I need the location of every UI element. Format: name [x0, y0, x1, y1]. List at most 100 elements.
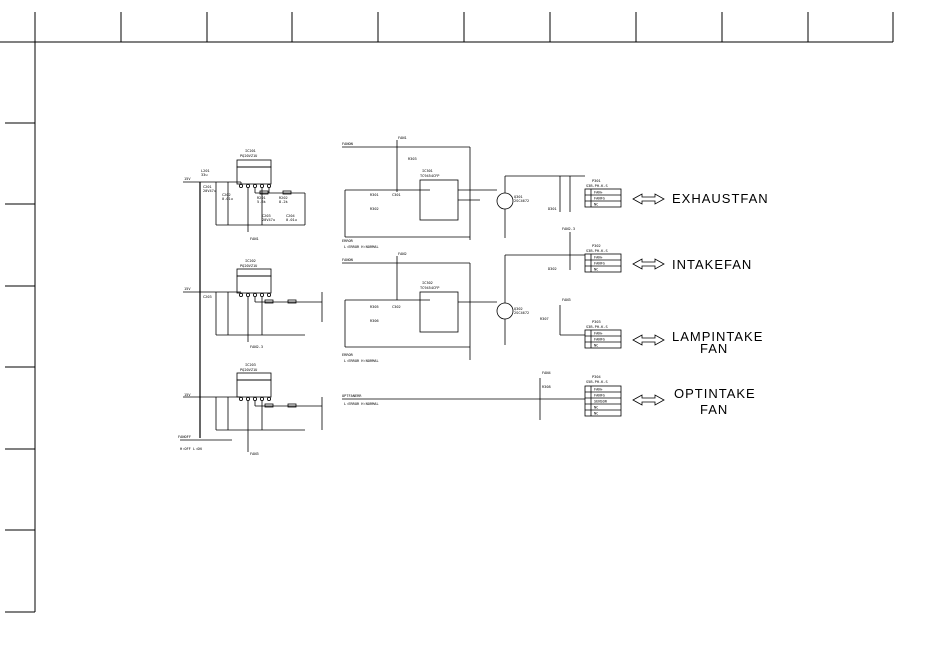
l201-label: L201	[201, 169, 210, 173]
c202-value: 0.01u	[222, 197, 233, 201]
c201-label: C201	[203, 185, 212, 189]
regulator-section: IC201 PQ20VZ1U 15V L201 33u C201 20V47u …	[178, 149, 323, 456]
ic201-part: PQ20VZ1U	[240, 154, 257, 158]
l201-value: 33u	[201, 173, 208, 177]
ic203-label: IC203	[245, 363, 256, 367]
r202-value: 8.2k	[279, 200, 288, 204]
net-err-bottom: ERROR	[342, 353, 354, 357]
q302-label: Q302	[514, 307, 523, 311]
p301-label: P301	[592, 179, 601, 183]
r301-label: R301	[370, 193, 379, 197]
net-fan2-3-right: FAN2-3	[562, 227, 575, 231]
intake-fan-label: INTAKEFAN	[672, 257, 752, 272]
p302-label: P302	[592, 244, 601, 248]
lampintake-fan-label-1: LAMPINTAKE	[672, 329, 763, 344]
r201-label: R201	[257, 196, 266, 200]
net-fan3-right: FAN3	[562, 298, 571, 302]
p302-pin1: FAN+	[594, 256, 603, 260]
lampintake-fan-arrow	[632, 334, 665, 346]
r306-label: R306	[370, 319, 379, 323]
net-fan1-top: FAN1	[398, 136, 407, 140]
net-15v-1: 15V	[184, 177, 191, 181]
r303-label: R303	[408, 157, 417, 161]
fan-controller-top: FANON FAN1 IC301 TC9454CFP R301 R302 C30…	[342, 136, 585, 249]
net-fan3: FAN3	[250, 452, 259, 456]
drawing-frame	[0, 12, 894, 613]
p302-part: S3B-PH-K-S	[586, 249, 608, 253]
c301-label: C301	[392, 193, 401, 197]
p301-pin1: FAN+	[594, 191, 603, 195]
d301-label: D301	[548, 207, 557, 211]
p301-pin3: NC	[594, 203, 598, 207]
ic301-box	[419, 179, 459, 221]
connector-p301: P301 S3B-PH-K-S FAN+ FANFG NC D301	[548, 176, 622, 212]
c203b-label: C203	[203, 295, 212, 299]
d302-label: D302	[548, 267, 557, 271]
ic203-regulator: IC203 PQ20VZ1U 15V FAN3 FANOFF H:OFF L:O…	[178, 363, 323, 456]
ic301-label: IC301	[422, 169, 433, 173]
r302-label: R302	[370, 207, 379, 211]
ic302-box	[419, 291, 459, 333]
err-logic-top: L:ERROR H:NORMAL	[344, 245, 379, 249]
err-logic-bottom: L:ERROR H:NORMAL	[344, 359, 379, 363]
c203-label: C203	[262, 214, 271, 218]
p302-pin2: FANFG	[594, 262, 605, 266]
net-optfanerr: OPTFANERR	[342, 394, 362, 398]
p303-pin3: NC	[594, 344, 598, 348]
net-fanon-bottom: FANON	[342, 258, 353, 262]
r307-label: R307	[540, 317, 549, 321]
connector-p303: P303 S3B-PH-K-S FAN+ FANFG NC FAN3 R307	[540, 298, 622, 349]
p304-label: P304	[592, 375, 601, 379]
net-fan2-bottom: FAN2	[398, 252, 407, 256]
q301-transistor	[496, 192, 514, 210]
optintake-fan-arrow	[632, 394, 665, 406]
c203-value: 20V47u	[262, 218, 275, 222]
ic202-regulator: IC202 PQ20VZ1U 15V C203 FAN2-3	[183, 259, 323, 349]
p303-part: S3B-PH-K-S	[586, 325, 608, 329]
connector-p302: P302 S3B-PH-K-S FAN+ FANFG NC FAN2-3 D30…	[548, 227, 622, 273]
net-err-top: ERROR	[342, 239, 354, 243]
r308-label: R308	[542, 385, 551, 389]
r202-label: R202	[279, 196, 288, 200]
c302-label: C302	[392, 305, 401, 309]
ic202-part: PQ20VZ1U	[240, 264, 257, 268]
ic302-part: TC9454CFP	[420, 286, 439, 290]
c204-label: C204	[286, 214, 295, 218]
q301-label: Q301	[514, 195, 523, 199]
ic301-part: TC9454CFP	[420, 174, 439, 178]
fan-controller-bottom: FANON FAN2 IC302 TC9454CFP R305 R306 C30…	[342, 252, 585, 363]
c202-label: C202	[222, 193, 231, 197]
ic203-part: PQ20VZ1U	[240, 368, 257, 372]
optintake-fan-label-2: FAN	[700, 402, 728, 417]
connector-p304: P304 S5B-PH-K-S FAN+ FANFG SENSOR NC NC	[584, 375, 622, 417]
ic302-label: IC302	[422, 281, 433, 285]
p304-pin3: SENSOR	[594, 400, 608, 404]
ic202-label: IC202	[245, 259, 256, 263]
net-fan1: FAN1	[250, 237, 259, 241]
err-logic-opt: L:ERROR H:NORMAL	[344, 402, 379, 406]
r305-label: R305	[370, 305, 379, 309]
net-15v-2: 15V	[184, 287, 191, 291]
p303-label: P303	[592, 320, 601, 324]
net-fan4: FAN4	[542, 371, 551, 375]
exhaust-fan-arrow	[632, 193, 665, 205]
p304-pin5: NC	[594, 412, 598, 416]
r201-value: 5.6k	[257, 200, 266, 204]
ic201-label: IC201	[245, 149, 256, 153]
p303-pin1: FAN+	[594, 332, 603, 336]
fanoff-logic: H:OFF L:ON	[180, 447, 202, 451]
p303-pin2: FANFG	[594, 338, 605, 342]
opt-fan-error-line: OPTFANERR L:ERROR H:NORMAL FAN4 R308	[342, 371, 585, 420]
p301-part: S3B-PH-K-S	[586, 184, 608, 188]
exhaust-fan-label: EXHAUSTFAN	[672, 191, 769, 206]
net-fanoff: FANOFF	[178, 435, 191, 439]
c201-value: 20V47u	[203, 189, 216, 193]
ic201-regulator: IC201 PQ20VZ1U 15V L201 33u C201 20V47u …	[183, 149, 306, 241]
lampintake-fan-label-2: FAN	[700, 341, 728, 356]
p304-pin1: FAN+	[594, 388, 603, 392]
q302-part: 2SC4672	[514, 311, 529, 315]
p301-pin2: FANFG	[594, 197, 605, 201]
p304-pin2: FANFG	[594, 394, 605, 398]
q302-transistor	[496, 302, 514, 320]
